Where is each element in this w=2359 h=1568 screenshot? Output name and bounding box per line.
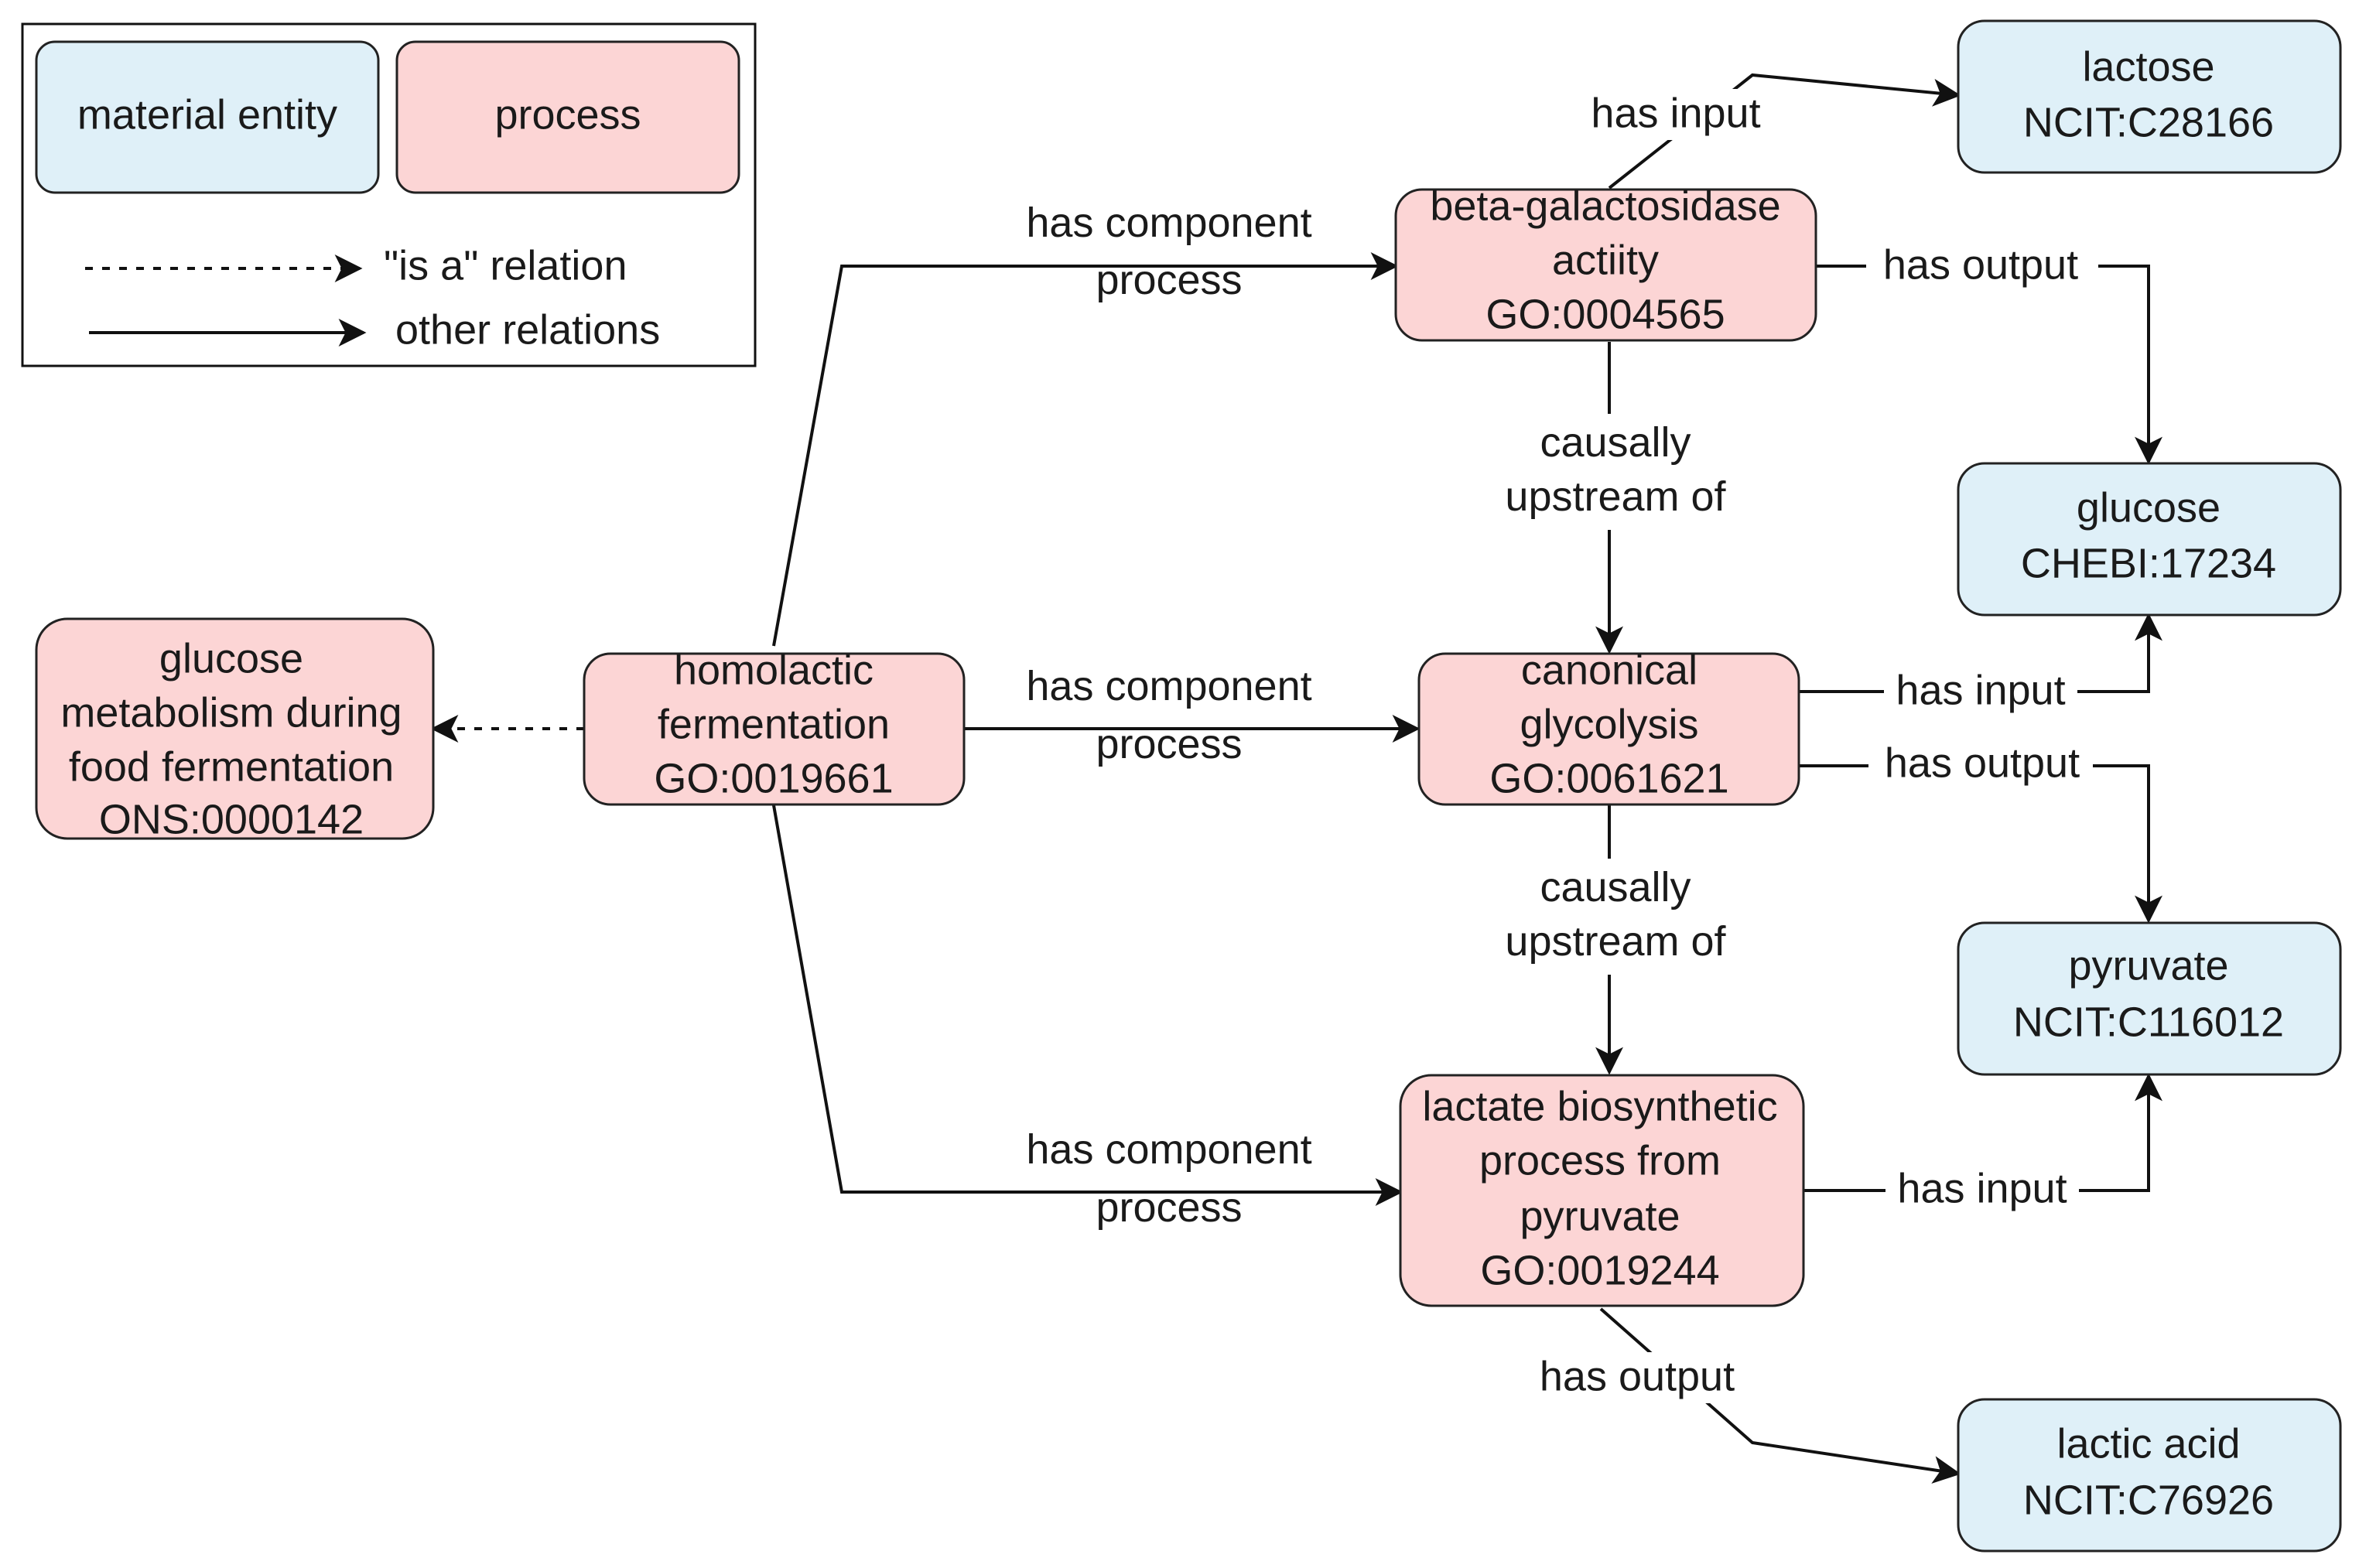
edge-label-glycolysis-has-input: has input [1896, 667, 2065, 713]
node-glucose[interactable]: glucose CHEBI:17234 [1957, 462, 2342, 617]
node-box [1957, 462, 2342, 617]
node-canonical-glycolysis[interactable]: canonical glycolysis GO:0061621 [1417, 647, 1800, 806]
node-line: NCIT:C116012 [2013, 999, 2284, 1045]
node-line: pyruvate [1520, 1193, 1680, 1239]
node-line: ONS:0000142 [99, 796, 364, 842]
edge-beta-has-input [1608, 73, 1961, 190]
node-box [35, 617, 435, 840]
node-box [1399, 1074, 1805, 1307]
edge-label-lactate-has-input: has input [1897, 1165, 2067, 1211]
edge-component-bottom [772, 804, 1403, 1206]
edge-component-top [772, 252, 1399, 647]
node-line: pyruvate [2068, 942, 2228, 989]
node-beta-galactosidase[interactable]: beta-galactosidase actiity GO:0004565 [1394, 183, 1817, 342]
edge-label-beta-has-output: has output [1883, 241, 2078, 288]
legend-material-entity-swatch [35, 40, 380, 194]
node-box [1957, 1398, 2342, 1553]
node-line: NCIT:C76926 [2023, 1477, 2274, 1523]
edge-label-upstream-2-line1: causally [1540, 864, 1691, 910]
node-box [1394, 188, 1817, 342]
legend: material entity process "is a" relation … [21, 22, 757, 367]
node-box [1417, 652, 1800, 806]
node-line: NCIT:C28166 [2023, 99, 2274, 145]
node-line: fermentation [658, 701, 890, 747]
node-box [1957, 19, 2342, 174]
node-line: lactic acid [2056, 1420, 2240, 1467]
node-line: process from [1479, 1137, 1721, 1184]
nodes: glucose metabolism during food fermentat… [35, 19, 2342, 1553]
node-line: GO:0061621 [1489, 755, 1728, 801]
edge-label-component-top-line1: has component [1026, 200, 1311, 246]
edge-label-beta-has-input: has input [1591, 90, 1760, 136]
node-line: GO:0019244 [1480, 1247, 1719, 1293]
node-glucose-metabolism[interactable]: glucose metabolism during food fermentat… [35, 617, 435, 842]
legend-process-swatch [395, 40, 740, 194]
edge-label-component-bottom-line2: process [1096, 1184, 1242, 1231]
node-line: canonical [1521, 647, 1697, 693]
edge-label-lactate-has-output: has output [1540, 1353, 1735, 1399]
node-box [583, 652, 966, 806]
edge-label-component-mid-line2: process [1096, 721, 1242, 767]
legend-other-relations-label: other relations [395, 306, 660, 353]
node-box [1957, 921, 2342, 1076]
edge-labels: has component process has component proc… [1002, 89, 2098, 1403]
legend-process-label: process [494, 91, 641, 138]
edge-label-component-top-line2: process [1096, 257, 1242, 303]
node-line: GO:0004565 [1485, 291, 1725, 337]
node-line: homolactic [674, 647, 874, 693]
edge-beta-has-output [1816, 265, 2162, 465]
edge-label-upstream-1-line1: causally [1540, 419, 1691, 466]
edge-label-component-bottom-line1: has component [1026, 1126, 1311, 1173]
node-line: glucose [159, 635, 303, 682]
node-pyruvate[interactable]: pyruvate NCIT:C116012 [1957, 921, 2342, 1076]
edge-label-upstream-1-line2: upstream of [1505, 473, 1726, 520]
node-line: lactate biosynthetic [1422, 1083, 1777, 1129]
edge-label-component-mid-line1: has component [1026, 663, 1311, 709]
legend-material-entity-label: material entity [77, 91, 337, 138]
node-line: food fermentation [69, 743, 394, 790]
node-lactose[interactable]: lactose NCIT:C28166 [1957, 19, 2342, 174]
legend-is-a-label: "is a" relation [384, 242, 627, 289]
edge-label-glycolysis-has-output: has output [1885, 740, 2080, 786]
node-line: metabolism during [60, 689, 402, 736]
node-line: glucose [2077, 484, 2221, 531]
edge-label-upstream-2-line2: upstream of [1505, 918, 1726, 965]
node-line: GO:0019661 [654, 755, 893, 801]
node-line: CHEBI:17234 [2021, 540, 2276, 586]
node-lactate-biosynthetic[interactable]: lactate biosynthetic process from pyruva… [1399, 1074, 1805, 1307]
node-line: actiity [1552, 237, 1659, 283]
node-lactic-acid[interactable]: lactic acid NCIT:C76926 [1957, 1398, 2342, 1553]
node-line: glycolysis [1520, 701, 1698, 747]
node-homolactic-fermentation[interactable]: homolactic fermentation GO:0019661 [583, 647, 966, 806]
node-line: lactose [2082, 43, 2214, 90]
node-line: beta-galactosidase [1430, 183, 1780, 229]
